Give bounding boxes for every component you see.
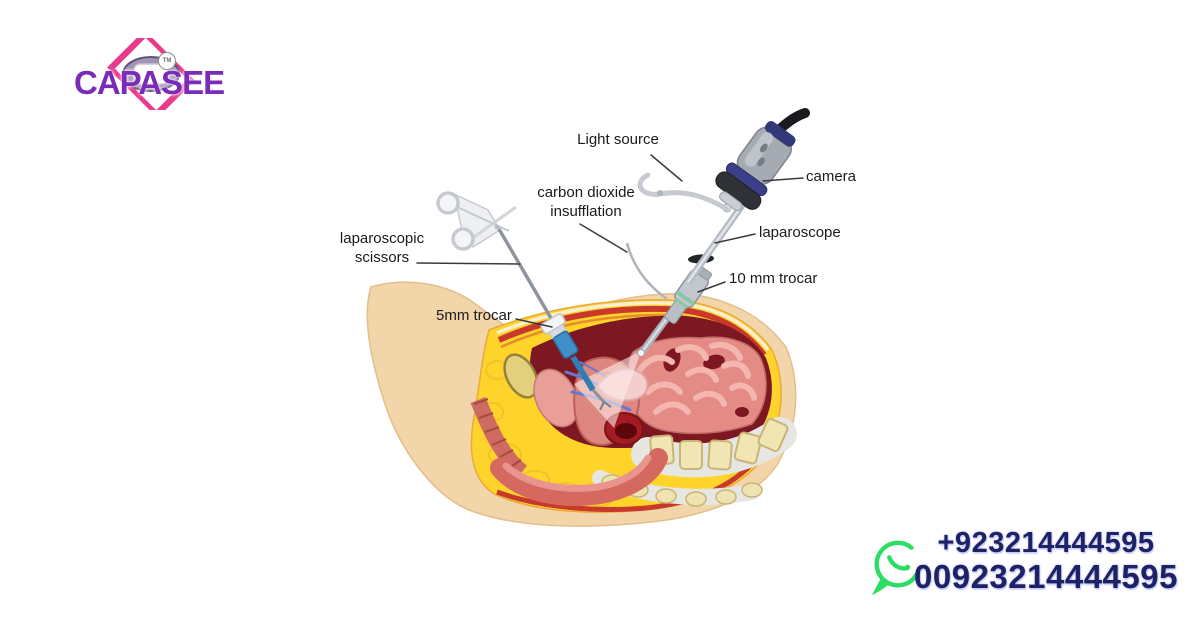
label-co2-line1: carbon dioxide: [537, 184, 635, 201]
camera-cable: [772, 108, 810, 137]
trademark-badge: TM: [158, 52, 176, 70]
label-co2-insufflation: carbon dioxide insufflation: [524, 184, 648, 222]
body-cross-section: [366, 281, 797, 527]
phone-number-primary[interactable]: +923214444595: [937, 527, 1155, 559]
phone-number-secondary[interactable]: 00923214444595: [914, 558, 1178, 596]
label-laparoscopic-scissors: laparoscopic scissors: [332, 230, 432, 268]
label-light-source: Light source: [577, 131, 659, 148]
label-scissors-line2: scissors: [354, 248, 410, 266]
label-leader-lines: [416, 154, 804, 328]
small-intestine: [627, 336, 767, 435]
spine-vertebrae: [592, 417, 797, 507]
label-laparoscope: laparoscope: [759, 224, 841, 241]
scope-light-cone: [574, 351, 641, 428]
label-10mm-trocar: 10 mm trocar: [729, 270, 818, 287]
pelvic-organs: [470, 353, 668, 506]
camera-device: [715, 108, 810, 212]
scissors-tip-internal: [570, 355, 612, 411]
light-source-cable: [637, 172, 730, 212]
brand-logo: CAPASEE TM: [72, 38, 232, 110]
logo-wordmark: CAPASEE: [74, 64, 225, 101]
label-5mm-trocar: 5mm trocar: [436, 307, 512, 324]
trocar-5mm-device: [540, 313, 579, 359]
label-scissors-line1: laparoscopic: [339, 230, 425, 247]
co2-insufflation-tube: [625, 242, 668, 301]
contact-phone-block: +923214444595 00923214444595: [900, 527, 1192, 596]
label-co2-line2: insufflation: [550, 202, 622, 220]
laparoscope-shaft-internal: [637, 303, 679, 357]
trocar-10mm-device: [664, 254, 714, 324]
label-camera: camera: [806, 168, 857, 185]
whatsapp-icon[interactable]: [868, 536, 926, 598]
